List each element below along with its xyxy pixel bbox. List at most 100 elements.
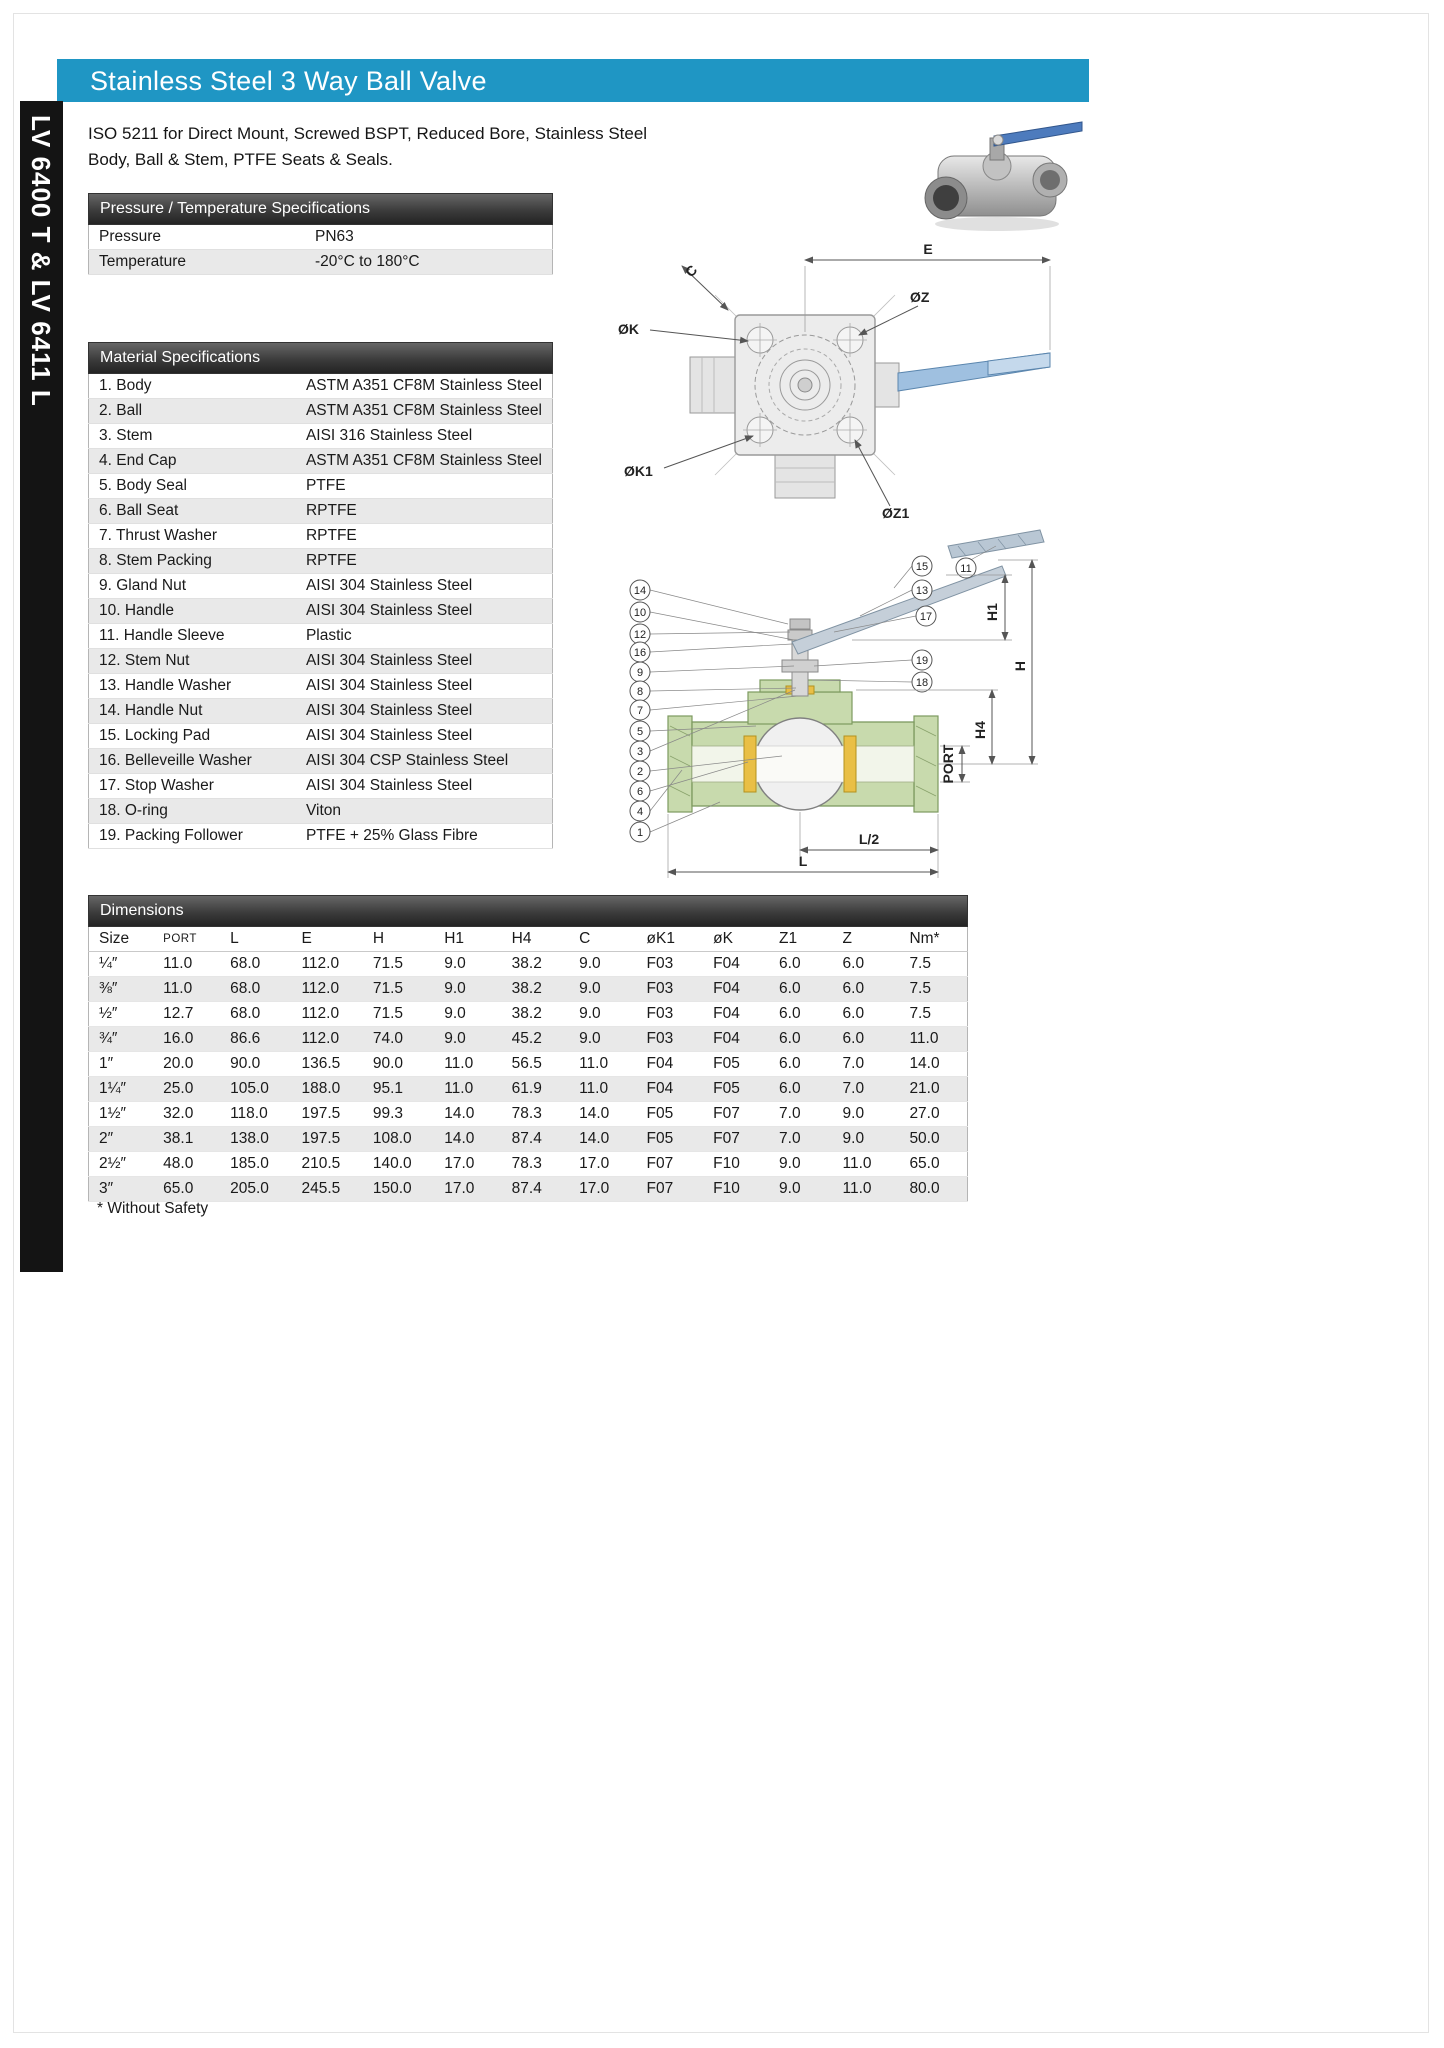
pressure-temperature-table: Pressure / Temperature Specifications Pr… (88, 193, 553, 275)
table-cell: 86.6 (220, 1026, 292, 1052)
table-cell: 205.0 (220, 1176, 292, 1202)
table-cell: 9.0 (434, 951, 502, 977)
table-cell: F05 (703, 1051, 770, 1077)
table-cell: 12. Stem Nut (88, 648, 296, 674)
table-cell: AISI 304 Stainless Steel (295, 723, 553, 749)
table-cell: 1¼″ (88, 1076, 154, 1102)
table-cell: AISI 304 Stainless Steel (295, 648, 553, 674)
table-cell: 21.0 (899, 1076, 968, 1102)
dim-label-oz: ØZ (910, 289, 930, 305)
table-cell: 6.0 (769, 1026, 833, 1052)
table-cell: RPTFE (295, 498, 553, 524)
dimensions-header: Dimensions (88, 895, 968, 927)
table-cell: 197.5 (291, 1126, 363, 1152)
callout-4: 4 (637, 806, 643, 818)
column-header: Nm* (899, 927, 968, 952)
table-cell: 7.0 (769, 1126, 833, 1152)
table-cell: 61.9 (501, 1076, 570, 1102)
intro-line-1: ISO 5211 for Direct Mount, Screwed BSPT,… (88, 124, 648, 143)
table-cell: 7.5 (899, 951, 968, 977)
table-cell: F04 (703, 1026, 770, 1052)
page-title: Stainless Steel 3 Way Ball Valve (90, 66, 487, 96)
table-cell: 3. Stem (88, 423, 296, 449)
table-cell: AISI 304 Stainless Steel (295, 673, 553, 699)
table-cell: 78.3 (501, 1101, 570, 1127)
table-cell: 6.0 (832, 1026, 900, 1052)
footnote: * Without Safety (97, 1200, 209, 1217)
table-cell: 17.0 (434, 1151, 502, 1177)
table-cell: ½″ (88, 1001, 154, 1027)
table-cell: 118.0 (220, 1101, 292, 1127)
table-cell: 112.0 (291, 951, 363, 977)
table-cell: F03 (636, 951, 704, 977)
top-view-drawing: E C ØK ØZ ØK1 ØZ1 (598, 240, 1100, 540)
table-cell: 71.5 (362, 951, 435, 977)
table-cell: 27.0 (899, 1101, 968, 1127)
table-cell: F07 (636, 1151, 704, 1177)
table-cell: 78.3 (501, 1151, 570, 1177)
table-cell: 80.0 (899, 1176, 968, 1202)
callout-1: 1 (637, 827, 643, 839)
table-cell: F07 (703, 1101, 770, 1127)
dim-label-h: H (1012, 661, 1028, 671)
column-header: øK1 (636, 927, 704, 952)
table-cell: 6.0 (769, 1001, 833, 1027)
table-cell: 6.0 (769, 1076, 833, 1102)
table-cell: 25.0 (153, 1076, 221, 1102)
dim-label-ok: ØK (618, 321, 639, 337)
table-cell: 17. Stop Washer (88, 773, 296, 799)
table-cell: 150.0 (362, 1176, 435, 1202)
table-cell: 87.4 (501, 1176, 570, 1202)
table-cell: 11.0 (832, 1151, 900, 1177)
table-cell: F03 (636, 1001, 704, 1027)
table-cell: 112.0 (291, 976, 363, 1002)
table-cell: 3″ (88, 1176, 154, 1202)
table-row: Temperature-20°C to 180°C (88, 249, 553, 275)
table-cell: 32.0 (153, 1101, 221, 1127)
callout-18: 18 (916, 677, 928, 689)
table-cell: AISI 304 Stainless Steel (295, 698, 553, 724)
ball-valve-photo-illustration (924, 121, 1083, 231)
table-cell: 14.0 (899, 1051, 968, 1077)
table-cell: F03 (636, 976, 704, 1002)
table-cell: 4. End Cap (88, 448, 296, 474)
table-cell: 9.0 (569, 1026, 637, 1052)
table-cell: PTFE (295, 473, 553, 499)
table-cell: 38.1 (153, 1126, 221, 1152)
table-cell: ¾″ (88, 1026, 154, 1052)
table-cell: ⅜″ (88, 976, 154, 1002)
callout-leaders (649, 545, 997, 833)
product-photo (900, 108, 1095, 238)
table-cell: 68.0 (220, 1001, 292, 1027)
table-cell: 9.0 (832, 1126, 900, 1152)
table-cell: 45.2 (501, 1026, 570, 1052)
table-cell: 17.0 (434, 1176, 502, 1202)
table-cell: 13. Handle Washer (88, 673, 296, 699)
column-header: C (569, 927, 637, 952)
table-cell: AISI 304 Stainless Steel (295, 573, 553, 599)
callout-16: 16 (634, 647, 646, 659)
callout-17: 17 (920, 611, 932, 623)
dim-label-l: L (799, 853, 808, 869)
cross-section-drawing: 14 10 12 16 9 8 7 5 3 2 6 4 1 15 11 13 1… (598, 520, 1100, 900)
table-cell: 6.0 (769, 1051, 833, 1077)
table-cell: 11.0 (434, 1076, 502, 1102)
callouts-right: 15 11 13 17 19 18 (911, 555, 977, 693)
table-cell: F04 (636, 1076, 704, 1102)
table-cell: Viton (295, 798, 553, 824)
